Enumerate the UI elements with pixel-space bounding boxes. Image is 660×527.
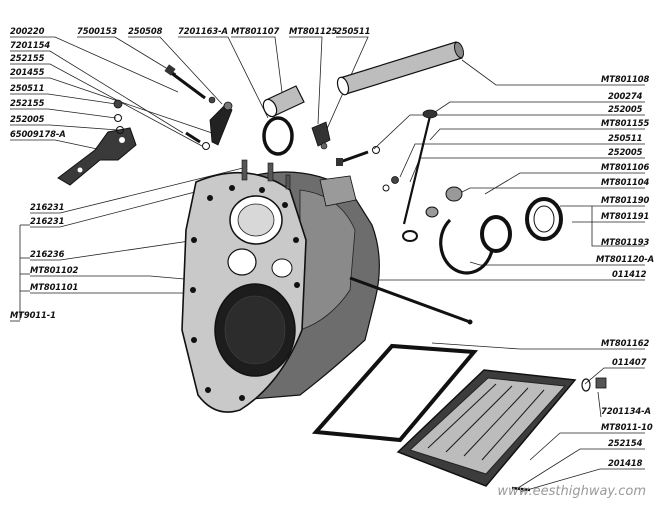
label-252005-r: 252005 [608, 104, 643, 114]
label-252155: 252155 [10, 53, 45, 63]
label-011412: 011412 [612, 269, 647, 279]
label-mt9011-1: MT9011-1 [10, 310, 56, 320]
label-011407: 011407 [612, 357, 647, 367]
label-216231-b: 216231 [30, 216, 64, 226]
label-7500153: 7500153 [77, 26, 117, 36]
label-mt801125: MT801125 [289, 26, 337, 36]
label-7201134-a: 7201134-A [601, 406, 651, 416]
label-mt801190: MT801190 [601, 195, 649, 205]
label-mt801102: MT801102 [30, 265, 78, 275]
label-250511-top: 250511 [336, 26, 370, 36]
label-65009178-a: 65009178-A [10, 129, 66, 139]
watermark-text: www.eesthighway.com [497, 484, 646, 499]
right-labels: MT801108 200274 252005 MT801155 250511 2… [596, 74, 654, 468]
oil-pan-assembly [311, 343, 607, 492]
label-252155-b: 252155 [10, 98, 45, 108]
label-mt801106: MT801106 [601, 162, 649, 172]
label-7201163-a: 7201163-A [178, 26, 228, 36]
label-200274: 200274 [608, 91, 643, 101]
label-mt801120-a: MT801120-A [596, 254, 654, 264]
tubes-top [262, 41, 465, 156]
label-250511-r: 250511 [608, 133, 642, 143]
label-252154: 252154 [608, 438, 643, 448]
label-200220: 200220 [10, 26, 45, 36]
label-mt801155: MT801155 [601, 118, 649, 128]
left-labels: 200220 7201154 252155 201455 250511 2521… [10, 26, 79, 320]
label-201418: 201418 [608, 458, 643, 468]
small-parts-top-left [57, 64, 233, 186]
label-mt801107: MT801107 [231, 26, 279, 36]
label-mt8011-10: MT8011-10 [601, 422, 653, 432]
gearbox-housing [181, 159, 473, 413]
label-mt801104: MT801104 [601, 177, 649, 187]
label-mt801108: MT801108 [601, 74, 649, 84]
label-216231: 216231 [30, 202, 64, 212]
label-7201154: 7201154 [10, 40, 50, 50]
label-250511: 250511 [10, 83, 44, 93]
label-250508: 250508 [128, 26, 163, 36]
label-252005-r2: 252005 [608, 147, 643, 157]
leader-lines [10, 36, 645, 493]
label-mt801101: MT801101 [30, 282, 78, 292]
label-mt801162: MT801162 [601, 338, 649, 348]
label-mt801193: MT801193 [601, 237, 649, 247]
parts-right [336, 109, 563, 275]
label-201455: 201455 [10, 67, 45, 77]
label-mt801191: MT801191 [601, 211, 649, 221]
label-252005: 252005 [10, 114, 45, 124]
label-216236: 216236 [30, 249, 65, 259]
top-labels: 7500153 250508 7201163-A MT801107 MT8011… [77, 26, 370, 36]
